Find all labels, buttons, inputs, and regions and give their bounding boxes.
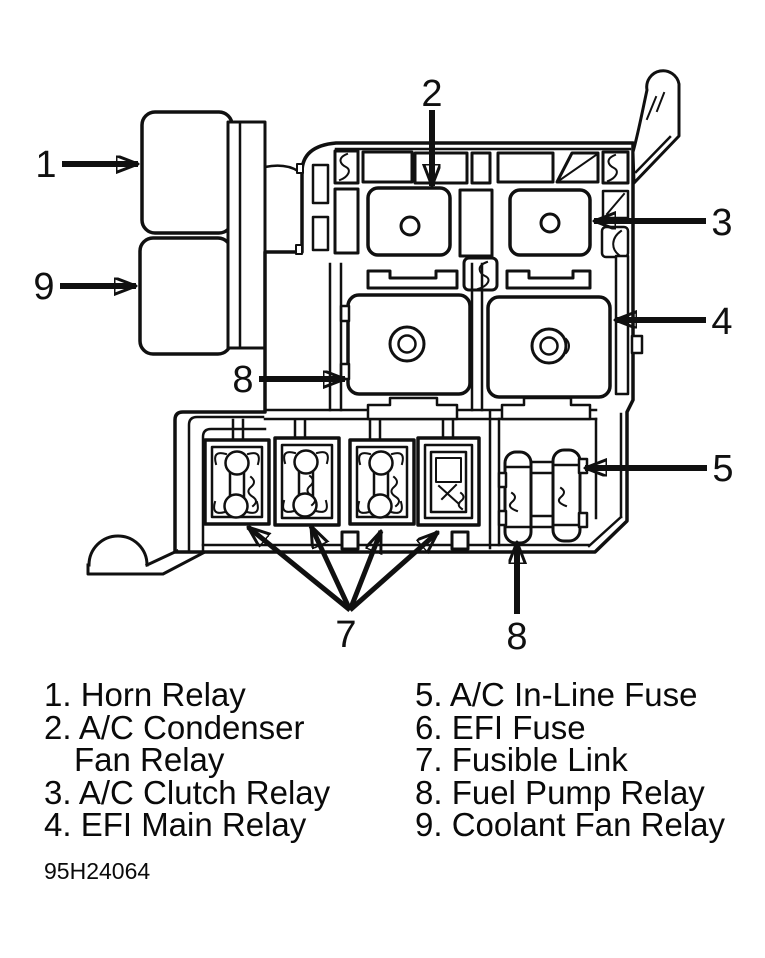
fuel-pump-relay [339, 293, 472, 396]
channel-walls [231, 262, 598, 550]
callout-2-label: 2 [421, 73, 442, 115]
callout-3-label: 3 [711, 202, 732, 244]
legend-item: 3. A/C Clutch Relay [44, 773, 331, 811]
legend-item: 2. A/C Condenser [44, 708, 305, 746]
efi-main-relay [486, 295, 612, 399]
callout-7-label: 7 [335, 614, 356, 656]
fusible-links [203, 436, 481, 551]
top-slot-row [333, 149, 630, 185]
center-slot [458, 188, 494, 258]
callout-arrows [60, 110, 707, 614]
legend-item: 1. Horn Relay [44, 676, 246, 713]
side-slots [311, 163, 644, 396]
callout-5-label: 5 [712, 448, 733, 490]
legend-item: 7. Fusible Link [415, 741, 628, 779]
ac-condenser-fan-relay [366, 186, 452, 257]
callout-7-arrow [246, 525, 352, 612]
legend-right-column: 5. A/C In-Line Fuse 6. EFI Fuse 7. Fusib… [415, 676, 726, 844]
coolant-fan-relay [138, 236, 233, 356]
fuse-box-diagram: 1 9 2 3 4 5 8 8 7 [33, 69, 734, 658]
figure-code: 95H24064 [44, 858, 151, 884]
legend-item: 4. EFI Main Relay [44, 806, 307, 844]
legend-item: 5. A/C In-Line Fuse [415, 676, 698, 713]
callout-7-arrow [348, 530, 440, 612]
callout-7-arrow [347, 531, 384, 611]
callout-8-label: 8 [232, 359, 253, 401]
callout-9-label: 9 [33, 266, 54, 308]
legend-left-column: 1. Horn Relay 2. A/C Condenser Fan Relay… [44, 676, 331, 844]
legend-item: Fan Relay [74, 741, 225, 779]
ac-clutch-relay [508, 188, 592, 257]
legend-item: 6. EFI Fuse [415, 708, 586, 746]
callout-labels: 1 9 2 3 4 5 8 8 7 [33, 73, 733, 658]
legend-item: 8. Fuel Pump Relay [415, 773, 705, 811]
legend-item: 9. Coolant Fan Relay [415, 806, 726, 844]
callout-1-label: 1 [35, 144, 56, 186]
callout-8b-label: 8 [506, 616, 527, 658]
mounting-foot [86, 534, 206, 576]
horn-relay [140, 110, 234, 235]
callout-7-arrow [308, 526, 353, 612]
callout-4-label: 4 [711, 301, 732, 343]
mounting-ear [631, 69, 681, 185]
relay-mounting-rail [226, 120, 267, 350]
